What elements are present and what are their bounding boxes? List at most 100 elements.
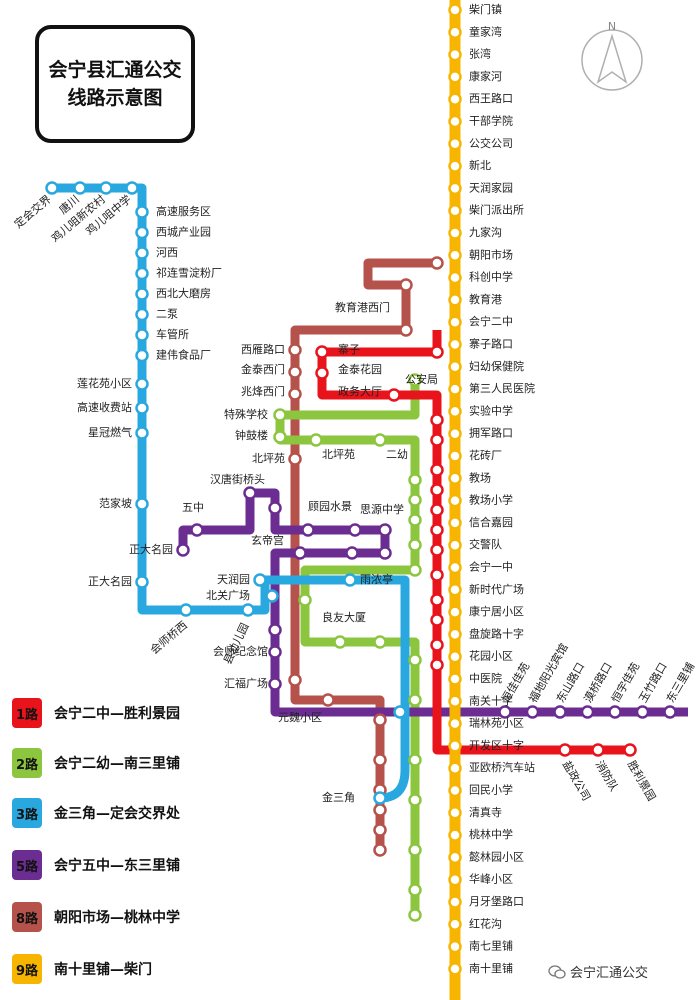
route-3-stop [241, 603, 255, 617]
route-5-stop [663, 705, 677, 719]
stop-label: 县幼儿园 [221, 621, 251, 666]
center-stop [333, 635, 347, 649]
stop-label: 新北 [469, 158, 491, 172]
route-9-stop [448, 538, 462, 552]
route-3-stop [135, 348, 149, 363]
stop-label: 南七里铺 [469, 940, 513, 953]
route-9-stop [448, 92, 462, 106]
stop-label: 特殊学校 [224, 407, 268, 421]
route-3-stop [135, 246, 149, 260]
center-stop [408, 843, 422, 857]
stop-label: 新时代广场 [469, 582, 524, 596]
stop-label: 政务大厅 [338, 384, 382, 398]
center-stop [321, 693, 335, 707]
center-stop [345, 546, 359, 560]
center-stop [430, 483, 444, 497]
center-stop [430, 658, 444, 672]
stop-label: 元魏小区 [278, 710, 322, 724]
stop-label: 盘旋路十字 [469, 626, 524, 640]
center-stop [430, 463, 444, 477]
center-stop [393, 705, 407, 719]
stop-label: 西雁路口 [241, 343, 285, 356]
center-stop [373, 843, 387, 857]
center-stop [408, 793, 422, 807]
center-stop [373, 791, 387, 805]
center-stop [373, 823, 387, 837]
center-stop [408, 908, 422, 922]
route-3-stop [135, 401, 149, 415]
route-9-stop [448, 114, 462, 129]
center-stop [408, 753, 422, 767]
map-title-line1: 会宁县汇通公交 [48, 59, 182, 81]
stop-label: 金三角 [322, 790, 355, 804]
stop-label: 正大名园 [88, 574, 132, 588]
route-9-stop [448, 404, 462, 419]
legend-route-5: 5路 会宁五中—东三里铺 [12, 849, 180, 881]
stop-label: 柴门派出所 [469, 203, 524, 217]
stop-label: 天润家园 [469, 180, 513, 194]
center-stop [268, 677, 282, 691]
wechat-icon [548, 964, 566, 979]
stop-label: 妇幼保健院 [469, 359, 524, 373]
center-stop [408, 373, 422, 387]
stop-label: 车管所 [156, 327, 189, 341]
center-stop [430, 345, 444, 359]
stop-label: 月牙堡路口 [469, 894, 524, 908]
center-stop [288, 343, 302, 357]
route-5-stop [580, 705, 595, 719]
stop-label: 朝阳市场 [469, 247, 513, 261]
route-9-stop [448, 70, 462, 84]
route-5-stop [553, 705, 567, 719]
stop-label: 二幼 [386, 448, 408, 461]
stop-label: 公交公司 [469, 136, 513, 150]
stop-label: 金泰西门 [241, 362, 285, 376]
route-9-stop [448, 315, 462, 329]
stop-label: 南十里铺 [469, 961, 513, 975]
route-9-stop [448, 583, 462, 597]
stop-label: 星冠燃气 [88, 425, 132, 439]
stop-label: 范家坡 [99, 496, 132, 510]
stop-label: 花园小区 [469, 650, 513, 663]
center-stop [430, 638, 444, 652]
route-9-stop [448, 382, 462, 396]
route-9-stop [448, 337, 462, 352]
stop-label: 公安局 [405, 372, 438, 386]
stop-label: 张湾 [469, 47, 491, 61]
center-stop [408, 693, 422, 707]
route-9-stop [448, 471, 462, 486]
route-3-stop [179, 603, 193, 617]
center-stop [430, 413, 444, 427]
route-9-stop [448, 426, 462, 441]
legend-text-8: 朝阳市场—桃林中学 [54, 910, 180, 926]
route-3-stop [135, 225, 149, 240]
stop-label: 华峰小区 [469, 872, 513, 886]
route-1-stop [623, 743, 637, 757]
stop-label: 良友大厦 [322, 610, 366, 624]
stop-label: 五中 [182, 501, 204, 514]
watermark: 会宁汇通公交 [548, 962, 648, 981]
legend-route-1: 1路 会宁二中—胜利景园 [12, 697, 180, 729]
center-stop [309, 433, 323, 447]
route-9-stop [448, 962, 462, 976]
center-stop [430, 503, 444, 517]
route-9-stop [448, 203, 462, 218]
stop-label: 清真寺 [469, 805, 502, 819]
center-stop [298, 593, 312, 607]
center-stop [315, 366, 329, 380]
legend-text-2: 会宁二幼—南三里铺 [54, 756, 180, 772]
stop-label: 红花沟 [469, 917, 502, 930]
center-stop [408, 563, 422, 577]
stop-label: 雨浓亭 [360, 572, 393, 586]
stop-label: 西城产业园 [156, 225, 211, 239]
route-5-stop [608, 705, 622, 719]
route-3-stop [73, 181, 87, 195]
center-stop [265, 589, 279, 603]
route-9-stop [448, 872, 462, 887]
stop-label: 盐政公司 [560, 758, 594, 803]
stop-label: 会宁二中 [469, 314, 513, 328]
center-stop [399, 323, 413, 337]
stop-label: 高速服务区 [156, 204, 211, 218]
route-9-stop [448, 248, 462, 263]
stop-label: 拥军路口 [469, 426, 513, 440]
